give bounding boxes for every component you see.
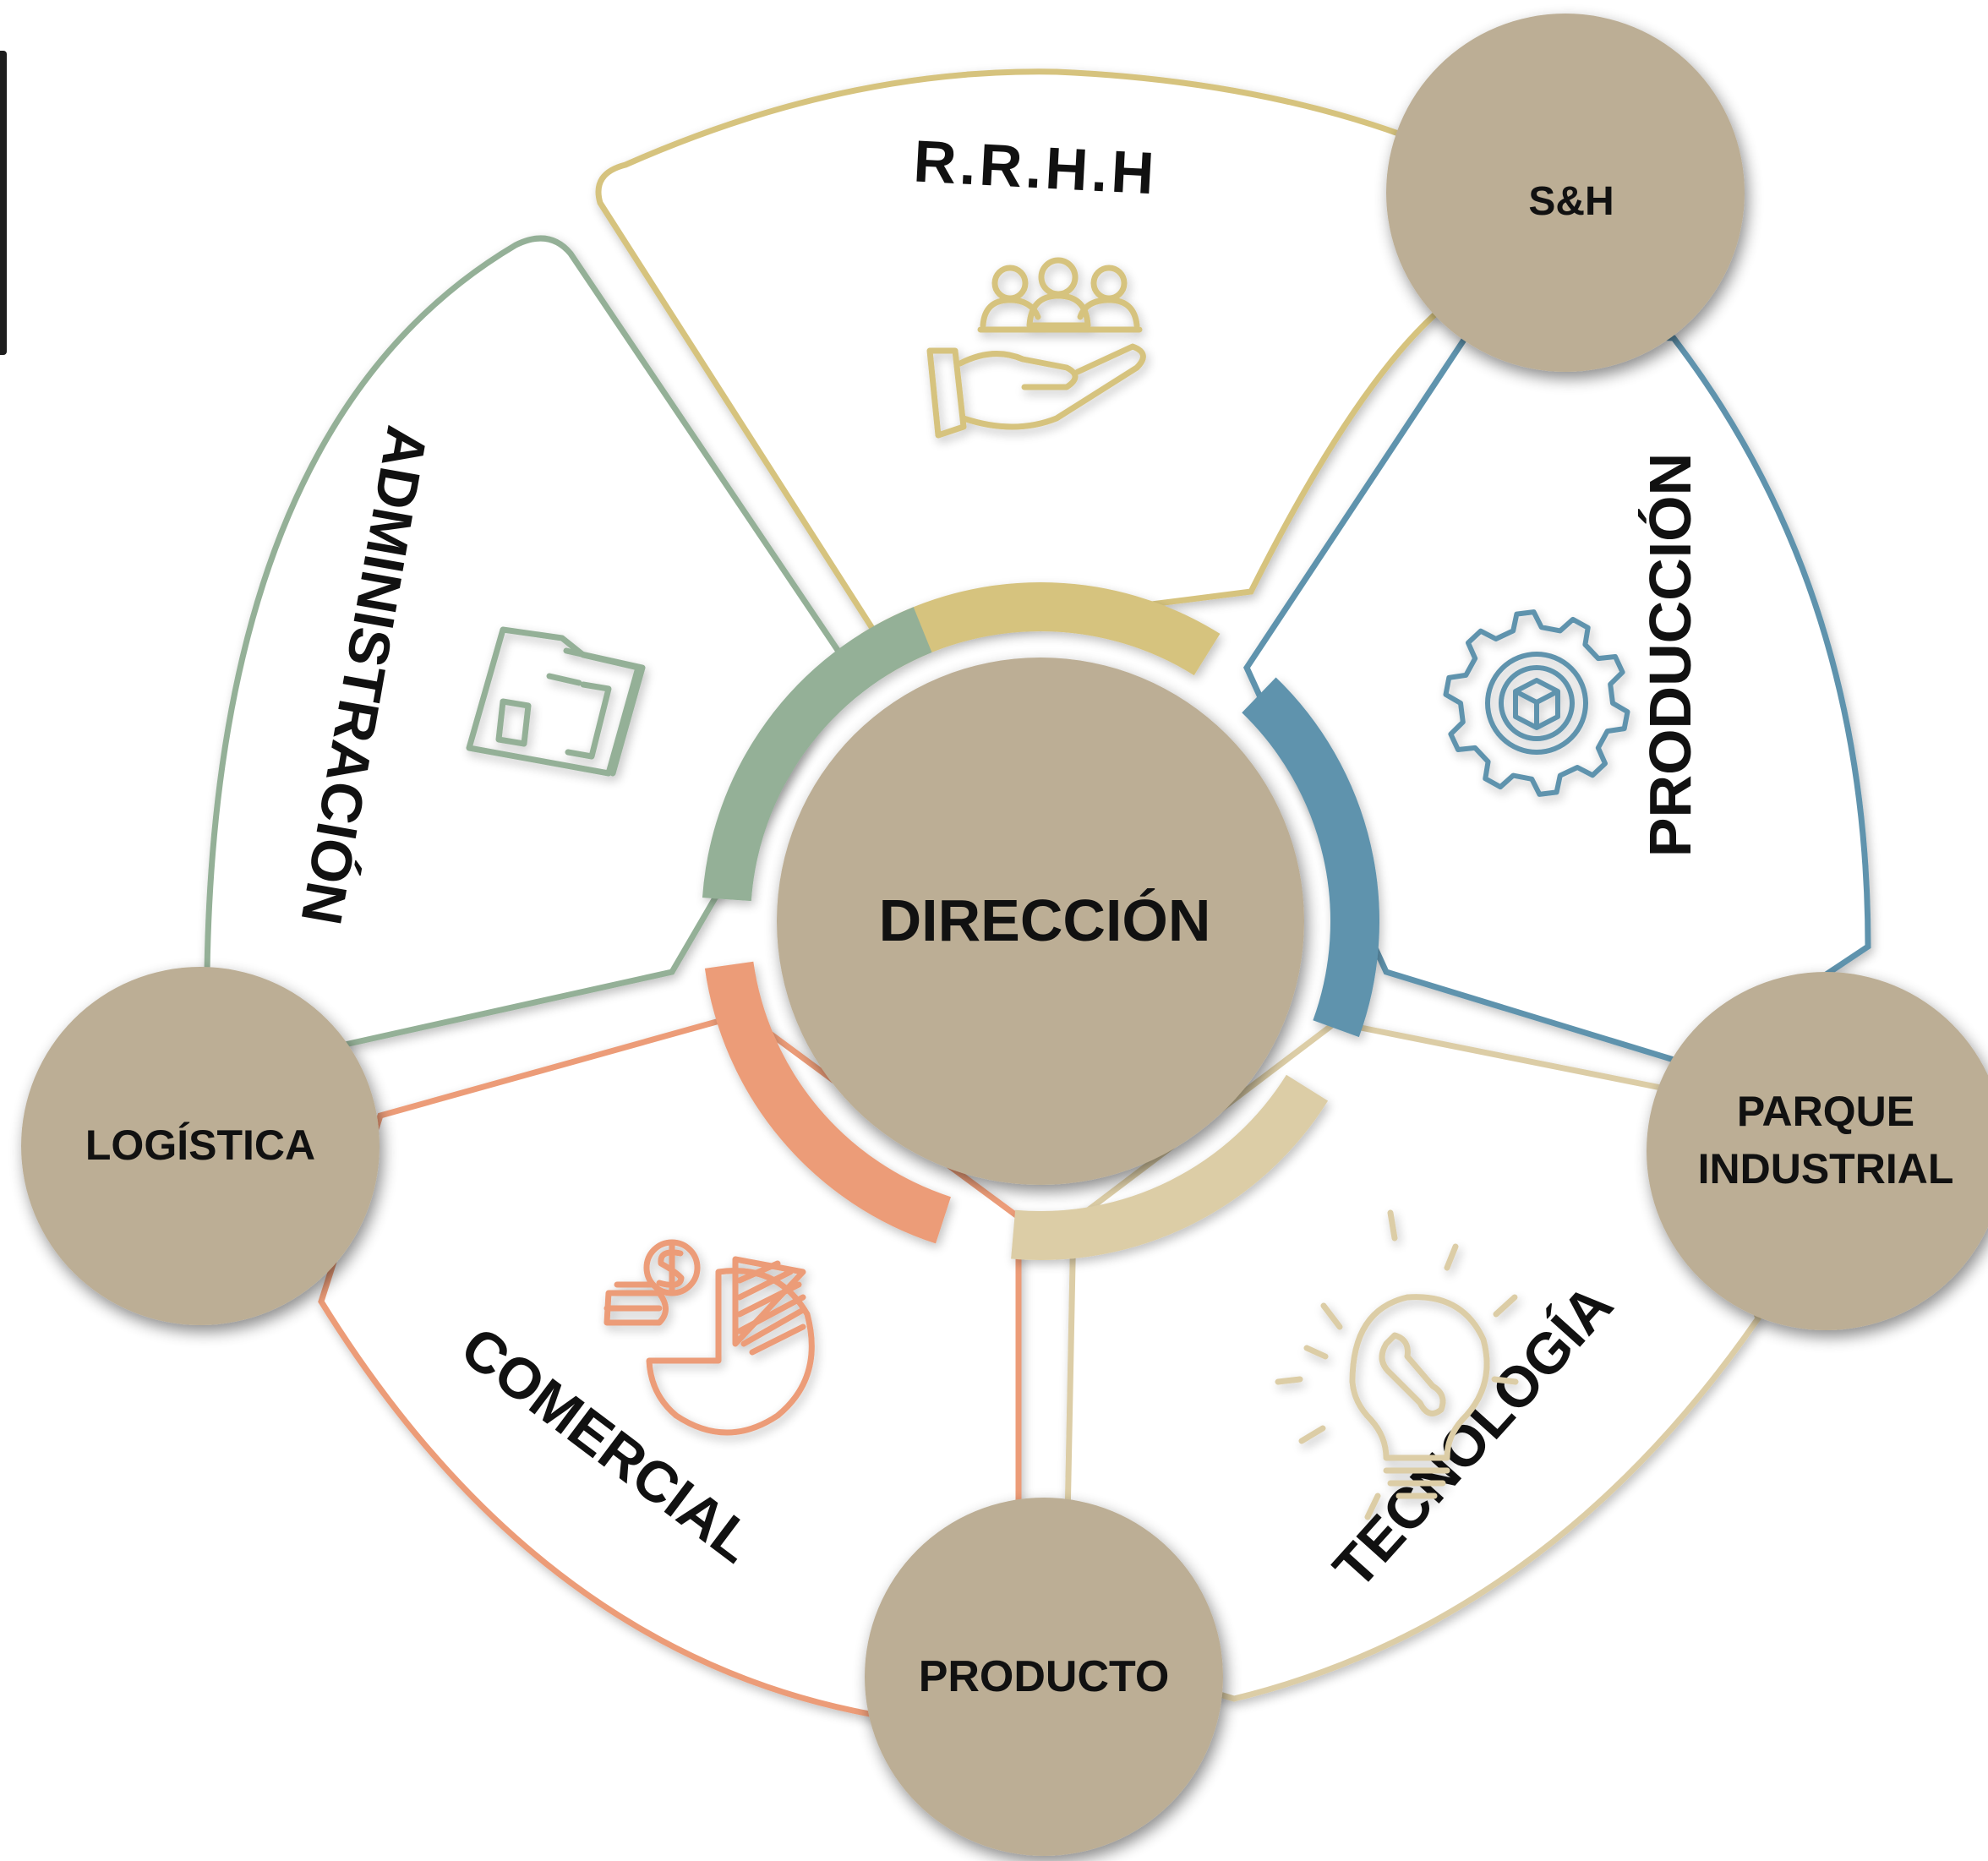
node-logistica (21, 967, 380, 1325)
left-edge-bar (0, 51, 7, 355)
folder-documents-icon (466, 626, 646, 777)
lightbulb-wrench-icon (1275, 1209, 1519, 1520)
center-node (777, 658, 1304, 1185)
node-label-sh: S&H (1528, 179, 1614, 224)
ring-arc-administracion (702, 607, 932, 902)
ring-arc-comercial (704, 961, 952, 1244)
money-pie-chart-icon (604, 1239, 815, 1436)
inner-ring (702, 581, 1380, 1261)
gear-with-cube-icon (1443, 609, 1630, 797)
node-producto (865, 1498, 1223, 1856)
ring-arc-tecnologia (1011, 1074, 1329, 1261)
node-label-industrial: INDUSTRIAL (1698, 1145, 1954, 1192)
node-label-logistica: LOGÍSTICA (85, 1122, 315, 1169)
node-sh (1386, 14, 1745, 372)
sector-administracion (204, 235, 854, 1069)
sector-label-rrhh: R.R.H.H (912, 128, 1159, 207)
node-label-parque: PARQUE (1737, 1088, 1914, 1135)
node-parque-industrial (1647, 972, 1988, 1330)
center-label: DIRECCIÓN (879, 887, 1211, 953)
ring-arc-produccion (1242, 677, 1380, 1038)
node-label-producto: PRODUCTO (919, 1652, 1170, 1701)
sector-label-produccion: PRODUCCIÓN (1637, 453, 1703, 857)
hand-with-people-icon (926, 257, 1146, 439)
